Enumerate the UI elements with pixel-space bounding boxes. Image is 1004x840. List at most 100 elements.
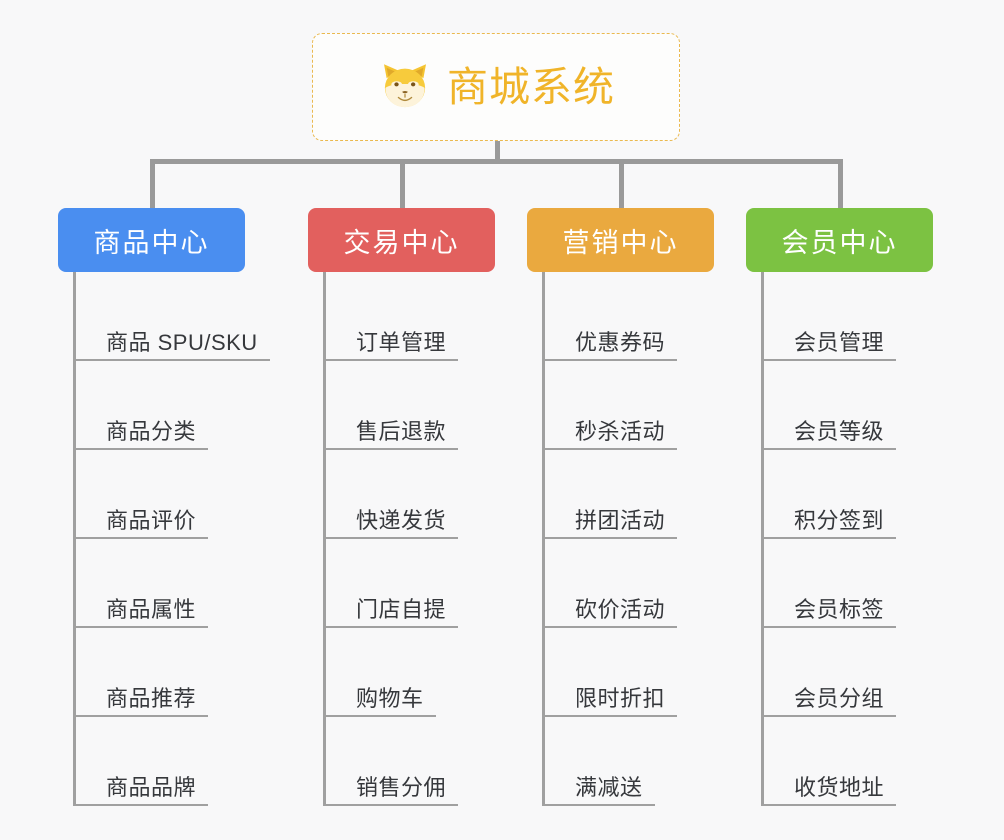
leaf-item-label: 购物车	[356, 685, 424, 711]
leaf-underline	[323, 626, 458, 628]
leaf-underline	[542, 448, 677, 450]
leaf-item[interactable]: 商品分类	[73, 361, 288, 450]
leaf-item-label: 会员管理	[794, 329, 885, 355]
category-header-label: 商品中心	[93, 227, 210, 258]
leaf-item-label: 会员分组	[794, 685, 885, 711]
connector-bus-bar	[150, 159, 839, 164]
leaf-item-label: 商品评价	[106, 507, 197, 533]
leaf-underline	[761, 537, 896, 539]
category-header[interactable]: 交易中心	[308, 208, 495, 272]
leaf-list: 优惠券码秒杀活动拼团活动砍价活动限时折扣满减送	[542, 272, 757, 806]
category-column: 商品中心商品 SPU/SKU 商品分类商品评价商品属性商品推荐商品品牌	[58, 208, 288, 806]
leaf-item[interactable]: 会员标签	[761, 539, 976, 628]
leaf-item-label: 满减送	[575, 774, 643, 800]
leaf-item-label: 销售分佣	[356, 774, 447, 800]
category-column: 交易中心订单管理售后退款快递发货门店自提购物车销售分佣	[308, 208, 538, 806]
leaf-underline	[542, 715, 677, 717]
leaf-underline	[73, 448, 208, 450]
category-header-label: 会员中心	[781, 227, 898, 258]
leaf-item-label: 收货地址	[794, 774, 885, 800]
category-header[interactable]: 商品中心	[58, 208, 245, 272]
leaf-underline	[542, 537, 677, 539]
leaf-item-label: 订单管理	[356, 329, 447, 355]
leaf-trunk-line	[542, 272, 545, 806]
shiba-dog-face-icon	[384, 64, 426, 108]
leaf-item-label: 门店自提	[356, 596, 447, 622]
leaf-underline	[761, 804, 896, 806]
category-column: 营销中心优惠券码秒杀活动拼团活动砍价活动限时折扣满减送	[527, 208, 757, 806]
leaf-item[interactable]: 砍价活动	[542, 539, 757, 628]
connector-drop-3	[619, 159, 624, 209]
category-header[interactable]: 营销中心	[527, 208, 714, 272]
leaf-item[interactable]: 秒杀活动	[542, 361, 757, 450]
leaf-item[interactable]: 积分签到	[761, 450, 976, 539]
leaf-item[interactable]: 售后退款	[323, 361, 538, 450]
leaf-item[interactable]: 销售分佣	[323, 717, 538, 806]
leaf-trunk-line	[761, 272, 764, 806]
leaf-list: 订单管理售后退款快递发货门店自提购物车销售分佣	[323, 272, 538, 806]
leaf-item-label: 商品属性	[106, 596, 197, 622]
leaf-underline	[73, 715, 208, 717]
leaf-item[interactable]: 拼团活动	[542, 450, 757, 539]
leaf-underline	[542, 626, 677, 628]
leaf-underline	[73, 804, 208, 806]
leaf-item[interactable]: 商品属性	[73, 539, 288, 628]
leaf-underline	[761, 448, 896, 450]
leaf-item[interactable]: 购物车	[323, 628, 538, 717]
leaf-item[interactable]: 满减送	[542, 717, 757, 806]
leaf-item[interactable]: 商品 SPU/SKU	[73, 272, 288, 361]
leaf-underline	[323, 537, 458, 539]
root-node-shop-system[interactable]: 商城系统	[312, 33, 680, 141]
connector-drop-2	[400, 159, 405, 209]
leaf-underline	[761, 626, 896, 628]
leaf-underline	[323, 715, 436, 717]
leaf-underline	[323, 448, 458, 450]
leaf-item[interactable]: 商品推荐	[73, 628, 288, 717]
leaf-item[interactable]: 收货地址	[761, 717, 976, 806]
leaf-underline	[761, 715, 896, 717]
leaf-underline	[323, 804, 458, 806]
leaf-item[interactable]: 门店自提	[323, 539, 538, 628]
leaf-item[interactable]: 快递发货	[323, 450, 538, 539]
root-title: 商城系统	[447, 63, 615, 110]
leaf-item[interactable]: 订单管理	[323, 272, 538, 361]
leaf-item-label: 商品推荐	[106, 685, 197, 711]
leaf-item[interactable]: 商品品牌	[73, 717, 288, 806]
leaf-item-label: 砍价活动	[575, 596, 666, 622]
leaf-underline	[542, 804, 655, 806]
leaf-underline	[323, 359, 458, 361]
leaf-list: 会员管理会员等级积分签到会员标签会员分组收货地址	[761, 272, 976, 806]
leaf-trunk-line	[323, 272, 326, 806]
category-header-label: 营销中心	[562, 227, 679, 258]
leaf-item-label: 会员标签	[794, 596, 885, 622]
leaf-trunk-line	[73, 272, 76, 806]
leaf-item[interactable]: 限时折扣	[542, 628, 757, 717]
leaf-item[interactable]: 会员分组	[761, 628, 976, 717]
leaf-item[interactable]: 会员等级	[761, 361, 976, 450]
connector-root-stem	[495, 141, 500, 163]
leaf-underline	[761, 359, 896, 361]
leaf-item[interactable]: 商品评价	[73, 450, 288, 539]
leaf-underline	[542, 359, 677, 361]
leaf-item-label: 商品 SPU/SKU	[106, 329, 258, 355]
leaf-item-label: 限时折扣	[575, 685, 666, 711]
connector-drop-1	[150, 159, 155, 209]
leaf-item-label: 售后退款	[356, 418, 447, 444]
leaf-underline	[73, 537, 208, 539]
category-header-label: 交易中心	[343, 227, 460, 258]
leaf-item-label: 拼团活动	[575, 507, 666, 533]
leaf-list: 商品 SPU/SKU 商品分类商品评价商品属性商品推荐商品品牌	[73, 272, 288, 806]
leaf-item-label: 秒杀活动	[575, 418, 666, 444]
leaf-item[interactable]: 优惠券码	[542, 272, 757, 361]
connector-drop-4	[838, 159, 843, 209]
category-header[interactable]: 会员中心	[746, 208, 933, 272]
category-column: 会员中心会员管理会员等级积分签到会员标签会员分组收货地址	[746, 208, 976, 806]
leaf-item-label: 积分签到	[794, 507, 885, 533]
leaf-item-label: 优惠券码	[575, 329, 666, 355]
leaf-item-label: 会员等级	[794, 418, 885, 444]
leaf-underline	[73, 626, 208, 628]
leaf-underline	[73, 359, 270, 361]
leaf-item[interactable]: 会员管理	[761, 272, 976, 361]
leaf-item-label: 快递发货	[356, 507, 447, 533]
